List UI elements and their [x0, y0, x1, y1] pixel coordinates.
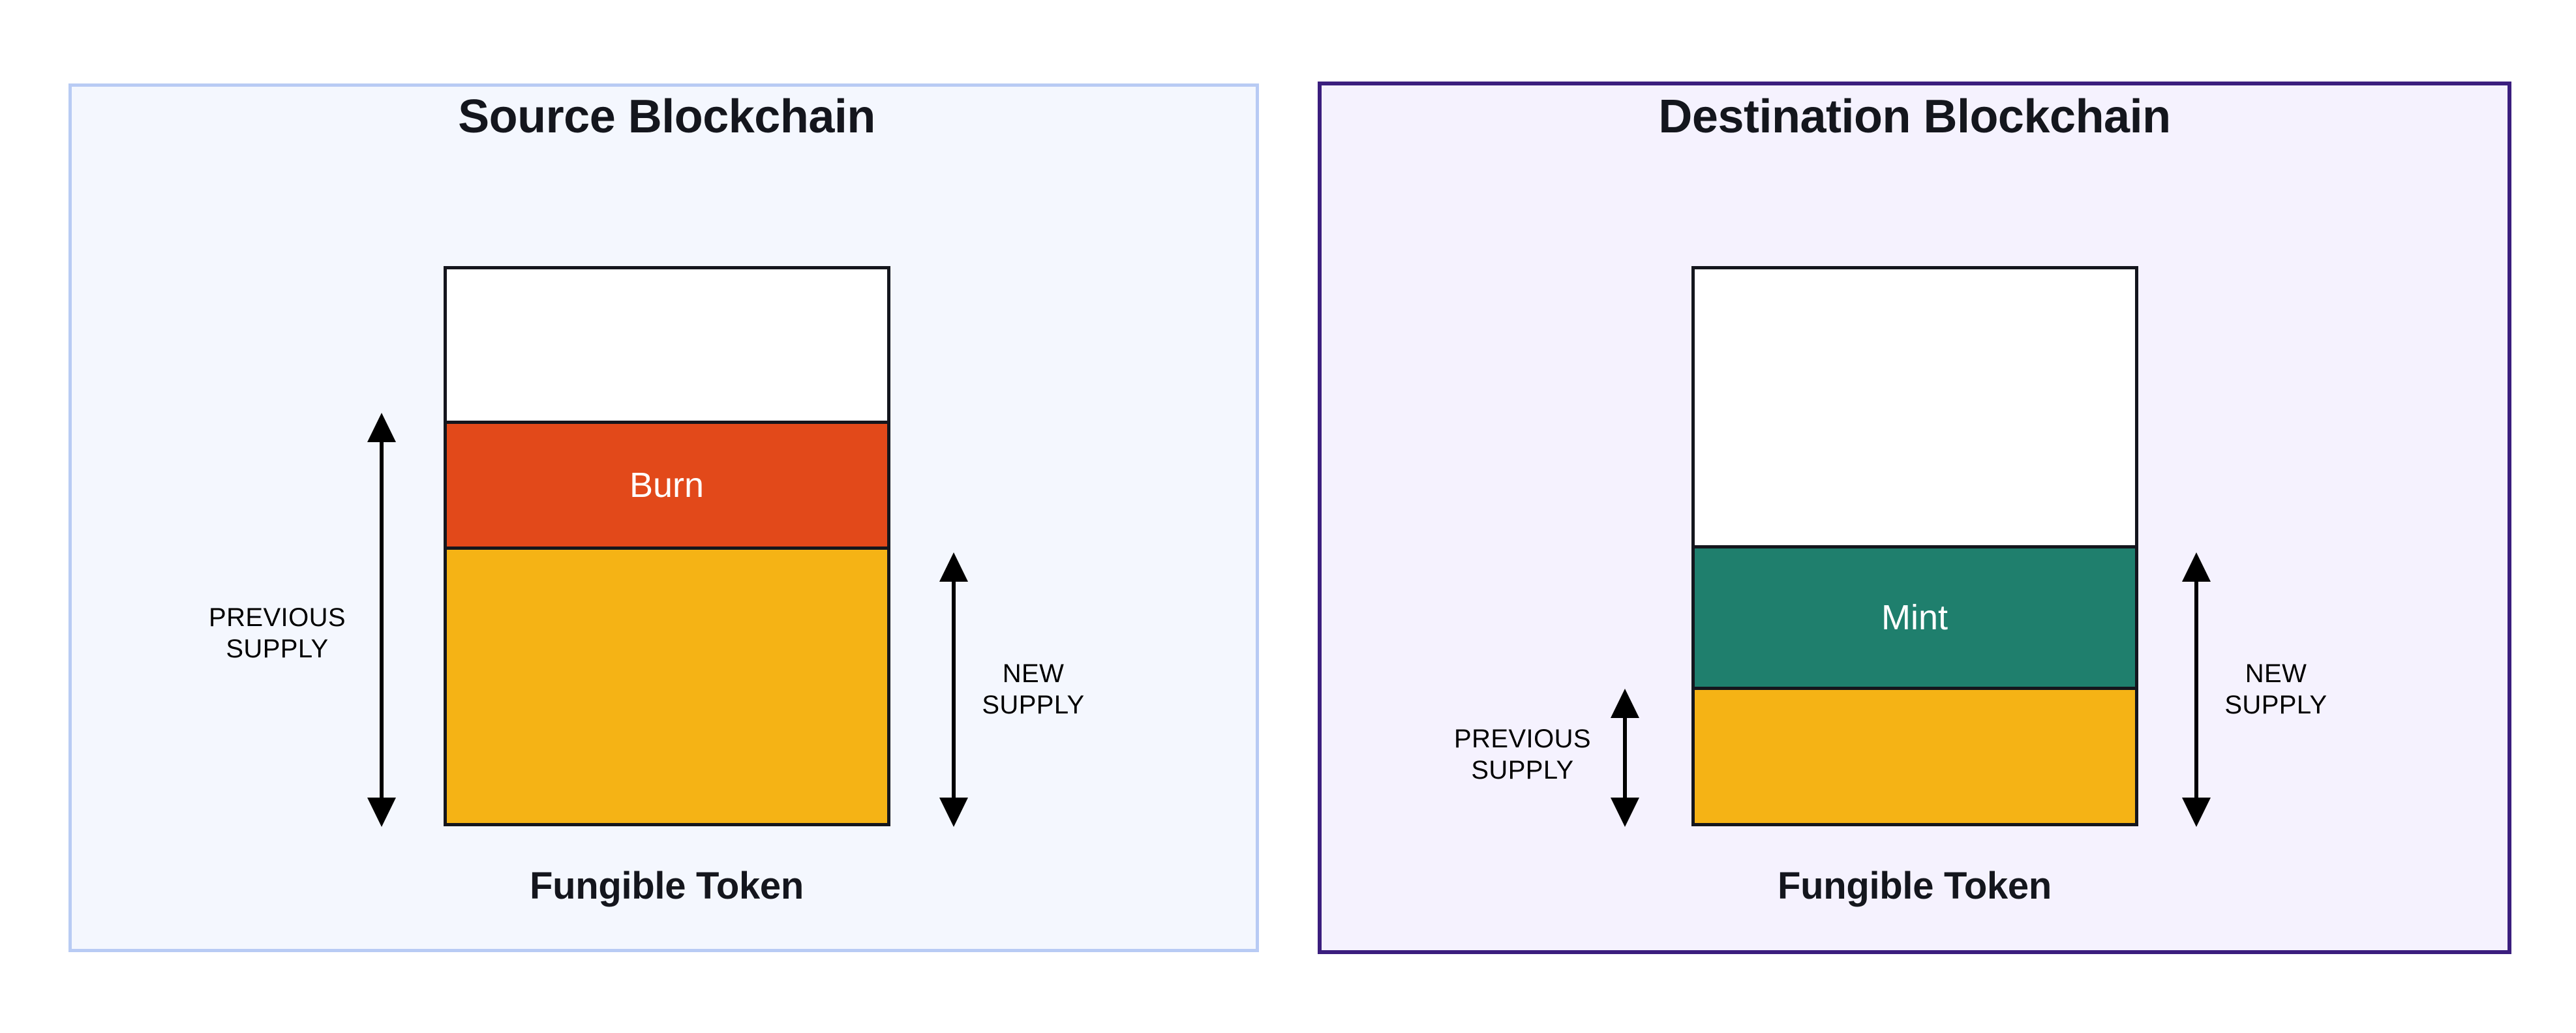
panel-destination-caption: Fungible Token	[1778, 865, 2052, 907]
panel-source: Source Blockchain Burn PREVIOUS SUPPLY	[68, 83, 1259, 952]
previous-supply-arrow-head-down	[1611, 798, 1639, 827]
measure-destination-previous-supply: PREVIOUS SUPPLY	[1454, 689, 1639, 827]
previous-supply-label-line2: SUPPLY	[226, 635, 328, 663]
segment-empty	[444, 266, 890, 424]
new-supply-arrow-head-down	[2182, 798, 2211, 827]
panel-source-title: Source Blockchain	[458, 91, 875, 143]
panel-destination: Destination Blockchain Mint PREVIOUS SUP…	[1318, 82, 2511, 954]
segment-burn-label: Burn	[629, 466, 704, 505]
panel-source-caption: Fungible Token	[530, 865, 804, 907]
previous-supply-arrow-head-up	[1611, 689, 1639, 718]
new-supply-arrow-head-down	[939, 798, 968, 827]
measure-destination-new-supply: NEW SUPPLY	[2182, 552, 2327, 827]
new-supply-arrow-head-up	[939, 552, 968, 582]
new-supply-label-line2: SUPPLY	[2224, 691, 2327, 719]
measure-source-previous-supply: PREVIOUS SUPPLY	[209, 413, 396, 827]
new-supply-label-line1: NEW	[2245, 659, 2307, 688]
segment-mint-label: Mint	[1881, 598, 1948, 637]
panel-destination-title: Destination Blockchain	[1658, 91, 2170, 143]
panel-destination-bar: Mint	[1691, 266, 2138, 826]
previous-supply-arrow-head-up	[367, 413, 396, 442]
segment-mint	[1691, 545, 2138, 690]
previous-supply-arrow-head-down	[367, 798, 396, 827]
new-supply-label-line2: SUPPLY	[982, 691, 1084, 719]
panel-source-bar: Burn	[444, 266, 890, 826]
previous-supply-label-line1: PREVIOUS	[209, 603, 346, 632]
segment-remaining	[444, 546, 890, 826]
new-supply-label-line1: NEW	[1003, 659, 1065, 688]
new-supply-arrow-head-up	[2182, 552, 2211, 582]
segment-burn	[444, 421, 890, 550]
previous-supply-label-line2: SUPPLY	[1471, 756, 1573, 785]
measure-source-new-supply: NEW SUPPLY	[939, 552, 1084, 827]
segment-existing	[1691, 687, 2138, 826]
segment-empty	[1691, 266, 2138, 548]
previous-supply-label-line1: PREVIOUS	[1454, 725, 1591, 753]
